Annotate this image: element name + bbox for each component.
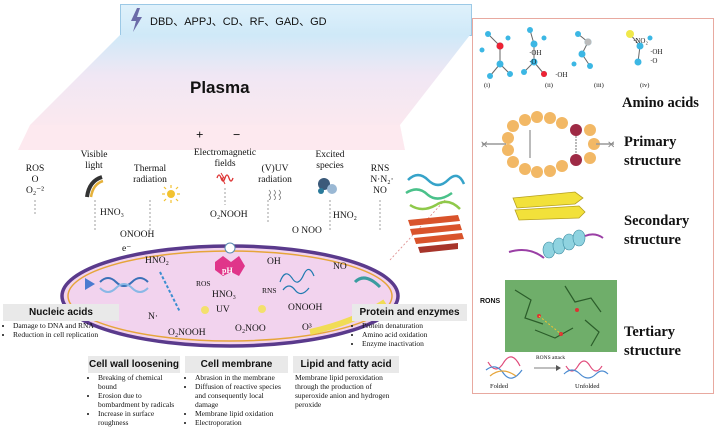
rns-no: NO xyxy=(373,186,387,196)
list-item: Reduction in cell replication xyxy=(13,330,119,339)
cell-o2nooh: O₂NOOH xyxy=(168,328,206,338)
ph-badge: pH xyxy=(222,266,233,275)
o-radical-1: ·O xyxy=(529,58,537,66)
cell-membrane-title: Cell membrane xyxy=(185,356,288,373)
onooh-species: ONOOH xyxy=(120,230,155,240)
list-item: Erosion due to bombardment by radicals xyxy=(98,391,180,409)
hno2-species: HNO₂ xyxy=(333,211,357,221)
lipid-box: Lipid and fatty acid Membrane lipid pero… xyxy=(293,356,399,409)
minus-sign: − xyxy=(233,127,241,142)
secondary-structure-icon xyxy=(508,191,604,259)
cell-uv: UV xyxy=(216,305,230,315)
cell-hno2: HNO₂ xyxy=(145,256,169,266)
rns-label: RNS xyxy=(370,164,390,174)
protein-structure-icon xyxy=(405,173,466,253)
cell-o2nooh-2: O₂NOO xyxy=(235,324,266,334)
cell-ros: ROS xyxy=(196,279,211,288)
amino-acid-molecules xyxy=(479,27,593,79)
no2-radical: ·NO₂ xyxy=(633,37,648,45)
label-i: (i) xyxy=(484,82,491,89)
label-iv: (iv) xyxy=(640,82,650,89)
tertiary-structure-icon xyxy=(505,280,617,352)
o2nooh-species: O₂NOOH xyxy=(210,210,248,220)
amino-acids-title: Amino acids xyxy=(622,95,699,111)
thermal-radiation-label: Thermal radiation xyxy=(133,164,167,185)
rainbow-icon xyxy=(85,175,104,198)
rns-n: N·N₂· xyxy=(370,175,394,185)
list-item: Electroporation xyxy=(195,418,288,427)
cell-hno3: HNO₃ xyxy=(212,290,236,300)
uv-radiation-label: (V)UV radiation xyxy=(258,164,292,185)
ros-o2: O₂⁻² xyxy=(25,186,45,196)
cell-no: NO xyxy=(333,262,347,272)
em-fields-label: Electromagnetic fields xyxy=(193,148,257,169)
cell-wall-title: Cell wall loosening xyxy=(88,356,180,373)
lipid-text: Membrane lipid peroxidation through the … xyxy=(295,373,390,409)
cell-wall-box: Cell wall loosening Breaking of chemical… xyxy=(88,356,180,427)
svg-text:✕: ✕ xyxy=(607,140,615,151)
o-radical-2: ·O xyxy=(650,57,658,65)
label-iii: (iii) xyxy=(594,82,604,89)
o-noo-species: O NOO xyxy=(292,226,322,236)
cell-rns: RNS xyxy=(262,286,277,295)
protein-enzymes-box: Protein and enzymes Protein denaturation… xyxy=(352,304,467,348)
rons-label: RONS xyxy=(480,298,501,305)
list-item: Increase in surface roughness xyxy=(98,409,180,427)
electron: e⁻ xyxy=(122,244,132,254)
plasma-sources: DBD、APPJ、CD、RF、GAD、GD xyxy=(150,16,327,28)
folding-icon xyxy=(485,356,609,379)
cell-membrane-box: Cell membrane Abrasion in the membrane D… xyxy=(185,356,288,427)
unfolded-label: Unfolded xyxy=(575,383,600,390)
cell-n: N· xyxy=(148,312,159,322)
lipid-title: Lipid and fatty acid xyxy=(293,356,399,373)
list-item: Enzyme inactivation xyxy=(362,339,467,348)
excited-species-label: Excited species xyxy=(315,150,345,171)
cell-diagram xyxy=(60,242,400,348)
list-item: Diffusion of reactive species and conseq… xyxy=(195,382,288,409)
plasma-title: Plasma xyxy=(190,78,250,97)
uv-wave-icon xyxy=(268,189,281,200)
em-wave-icon xyxy=(216,172,234,185)
plasma-source-bar xyxy=(120,4,472,36)
list-item: Breaking of chemical bound xyxy=(98,373,180,391)
plasma-fan xyxy=(18,35,470,150)
oh-radical-1: ·OH xyxy=(529,49,542,57)
oh-radical-2: ·OH xyxy=(555,71,568,79)
lightning-icon xyxy=(131,8,142,32)
nucleic-acids-box: Nucleic acids Damage to DNA and RNA Redu… xyxy=(3,304,119,339)
cell-oh: OH xyxy=(267,257,281,267)
nucleic-acids-list: Damage to DNA and RNA Reduction in cell … xyxy=(3,321,119,339)
ros-label: ROS xyxy=(25,164,45,174)
label-ii: (ii) xyxy=(545,82,553,89)
cell-onooh: ONOOH xyxy=(288,303,323,313)
cell-membrane-list: Abrasion in the membrane Diffusion of re… xyxy=(185,373,288,427)
hno3-species: HNO₃ xyxy=(100,208,124,218)
amino-acid-iv xyxy=(626,30,653,66)
folded-label: Folded xyxy=(490,383,509,390)
oh-radical-3: ·OH xyxy=(650,48,663,56)
visible-light-label: Visible light xyxy=(80,150,108,171)
cell-o3: O³ xyxy=(302,323,312,333)
sun-icon xyxy=(162,185,180,203)
svg-text:✕: ✕ xyxy=(480,140,488,151)
list-item: Amino acid oxidation xyxy=(362,330,467,339)
nucleic-acids-title: Nucleic acids xyxy=(3,304,119,321)
list-item: Membrane lipid oxidation xyxy=(195,409,288,418)
plus-sign: + xyxy=(196,127,204,142)
primary-structure-icon: ✕ ✕ xyxy=(480,111,615,178)
ros-o: O xyxy=(31,175,39,185)
list-item: Damage to DNA and RNA xyxy=(13,321,119,330)
rons-attack-label: RONS attack xyxy=(536,355,566,361)
list-item: Protein denaturation xyxy=(362,321,467,330)
protein-enzymes-title: Protein and enzymes xyxy=(352,304,467,321)
protein-enzymes-list: Protein denaturation Amino acid oxidatio… xyxy=(352,321,467,348)
cell-wall-list: Breaking of chemical bound Erosion due t… xyxy=(88,373,180,427)
excited-species-icon xyxy=(318,178,337,194)
list-item: Abrasion in the membrane xyxy=(195,373,288,382)
